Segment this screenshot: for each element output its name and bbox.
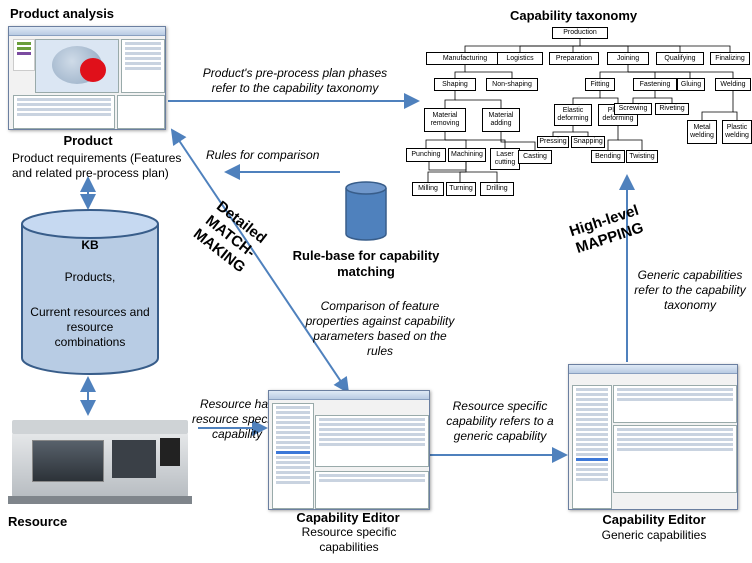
node-snapping: Snapping bbox=[571, 136, 605, 148]
rule-base-label: Rule-base for capability matching bbox=[292, 248, 440, 279]
editor-resource-subtitle: Resource specific capabilities bbox=[301, 525, 397, 554]
node-plastic-welding: Plastic welding bbox=[722, 120, 752, 144]
node-riveting: Riveting bbox=[655, 103, 689, 115]
node-pressing: Pressing bbox=[537, 136, 569, 148]
node-screwing: Screwing bbox=[614, 103, 652, 115]
node-qualifying: Qualifying bbox=[656, 52, 704, 65]
node-punching: Punching bbox=[406, 148, 446, 162]
node-fastening: Fastening bbox=[633, 78, 677, 91]
resource-machine-image bbox=[8, 414, 198, 506]
node-bending: Bending bbox=[591, 150, 625, 163]
product-analysis-screenshot bbox=[8, 26, 166, 130]
taxonomy-title: Capability taxonomy bbox=[510, 8, 638, 23]
label-resource-has-capability: Resource has resource specific capabilit… bbox=[191, 397, 283, 441]
label-pre-process-plan: Product's pre-process plan phases refer … bbox=[202, 66, 388, 95]
node-turning: Turning bbox=[446, 182, 476, 196]
label-generic-refer: Generic capabilities refer to the capabi… bbox=[634, 268, 746, 312]
editor-generic-title: Capability Editor bbox=[602, 512, 706, 527]
node-gluing: Gluing bbox=[677, 78, 705, 91]
node-twisting: Twisting bbox=[626, 150, 658, 163]
kb-title: KB bbox=[81, 238, 99, 252]
node-drilling: Drilling bbox=[480, 182, 514, 196]
node-joining: Joining bbox=[607, 52, 649, 65]
machining-edges bbox=[427, 162, 498, 182]
editor-resource-title: Capability Editor bbox=[296, 510, 400, 525]
node-manufacturing: Manufacturing bbox=[426, 52, 504, 65]
node-fitting: Fitting bbox=[585, 78, 615, 91]
node-production: Production bbox=[552, 27, 608, 39]
node-machining: Machining bbox=[448, 148, 486, 162]
label-comparison: Comparison of feature properties against… bbox=[305, 299, 455, 358]
node-metal-welding: Metal welding bbox=[687, 120, 717, 144]
label-resource-specific-refers: Resource specific capability refers to a… bbox=[446, 399, 554, 443]
kb-item-resources: Current resources and resource combinati… bbox=[30, 305, 150, 349]
node-shaping: Shaping bbox=[434, 78, 476, 91]
node-non-shaping: Non-shaping bbox=[486, 78, 538, 91]
arrow-detailed-matchmaking bbox=[170, 128, 350, 394]
node-elastic-deforming: Elastic deforming bbox=[554, 104, 592, 126]
node-preparation: Preparation bbox=[549, 52, 599, 65]
node-logistics: Logistics bbox=[497, 52, 543, 65]
product-analysis-title: Product analysis bbox=[10, 6, 115, 21]
taxonomy-edges bbox=[425, 39, 738, 171]
node-finalizing: Finalizing bbox=[710, 52, 750, 65]
capability-editor-resource-screenshot bbox=[268, 390, 430, 510]
node-laser-cutting: Laser cutting bbox=[490, 148, 520, 170]
node-material-adding: Material adding bbox=[482, 108, 520, 132]
product-caption: Product bbox=[63, 133, 113, 148]
kb-cylinder bbox=[21, 209, 159, 375]
node-casting: Casting bbox=[518, 150, 552, 164]
resource-caption: Resource bbox=[8, 514, 68, 529]
node-milling: Milling bbox=[412, 182, 444, 196]
node-welding: Welding bbox=[715, 78, 751, 91]
node-material-removing: Material removing bbox=[424, 108, 466, 132]
label-rules-for-comparison: Rules for comparison bbox=[206, 148, 320, 162]
editor-generic-subtitle: Generic capabilities bbox=[601, 528, 707, 542]
rule-base-cylinder bbox=[345, 181, 387, 241]
product-requirements-text: Product requirements (Features and relat… bbox=[12, 151, 182, 180]
capability-editor-generic-screenshot bbox=[568, 364, 738, 510]
kb-item-products: Products, bbox=[64, 270, 116, 284]
